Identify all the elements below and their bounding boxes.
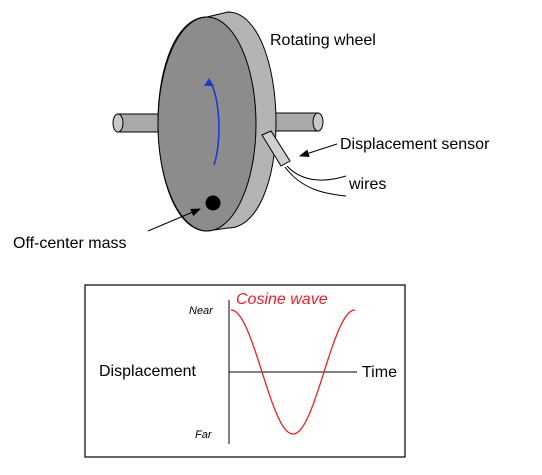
near-label: Near	[189, 305, 214, 317]
off-center-mass	[205, 195, 221, 211]
sensor-pointer	[299, 143, 338, 158]
rotation-arrow-icon	[204, 78, 220, 166]
wheel-label: Rotating wheel	[270, 32, 376, 49]
rotating-wheel-assembly	[112, 11, 347, 232]
mass-pointer	[147, 208, 201, 232]
sensor-label: Displacement sensor	[340, 136, 490, 153]
right-shaft	[267, 112, 324, 132]
cosine-wave-curve	[230, 309, 356, 435]
wires-label: wires	[348, 176, 386, 193]
displacement-graph	[84, 284, 406, 458]
displacement-sensor	[261, 130, 291, 167]
sensor-wires	[284, 165, 347, 197]
graph-frame	[84, 284, 406, 458]
time-label: Time	[362, 364, 397, 381]
wheel-face	[157, 16, 257, 232]
far-label: Far	[195, 429, 213, 441]
displacement-label: Displacement	[99, 363, 196, 380]
wave-label: Cosine wave	[236, 291, 328, 308]
mass-label: Off-center mass	[13, 235, 127, 252]
